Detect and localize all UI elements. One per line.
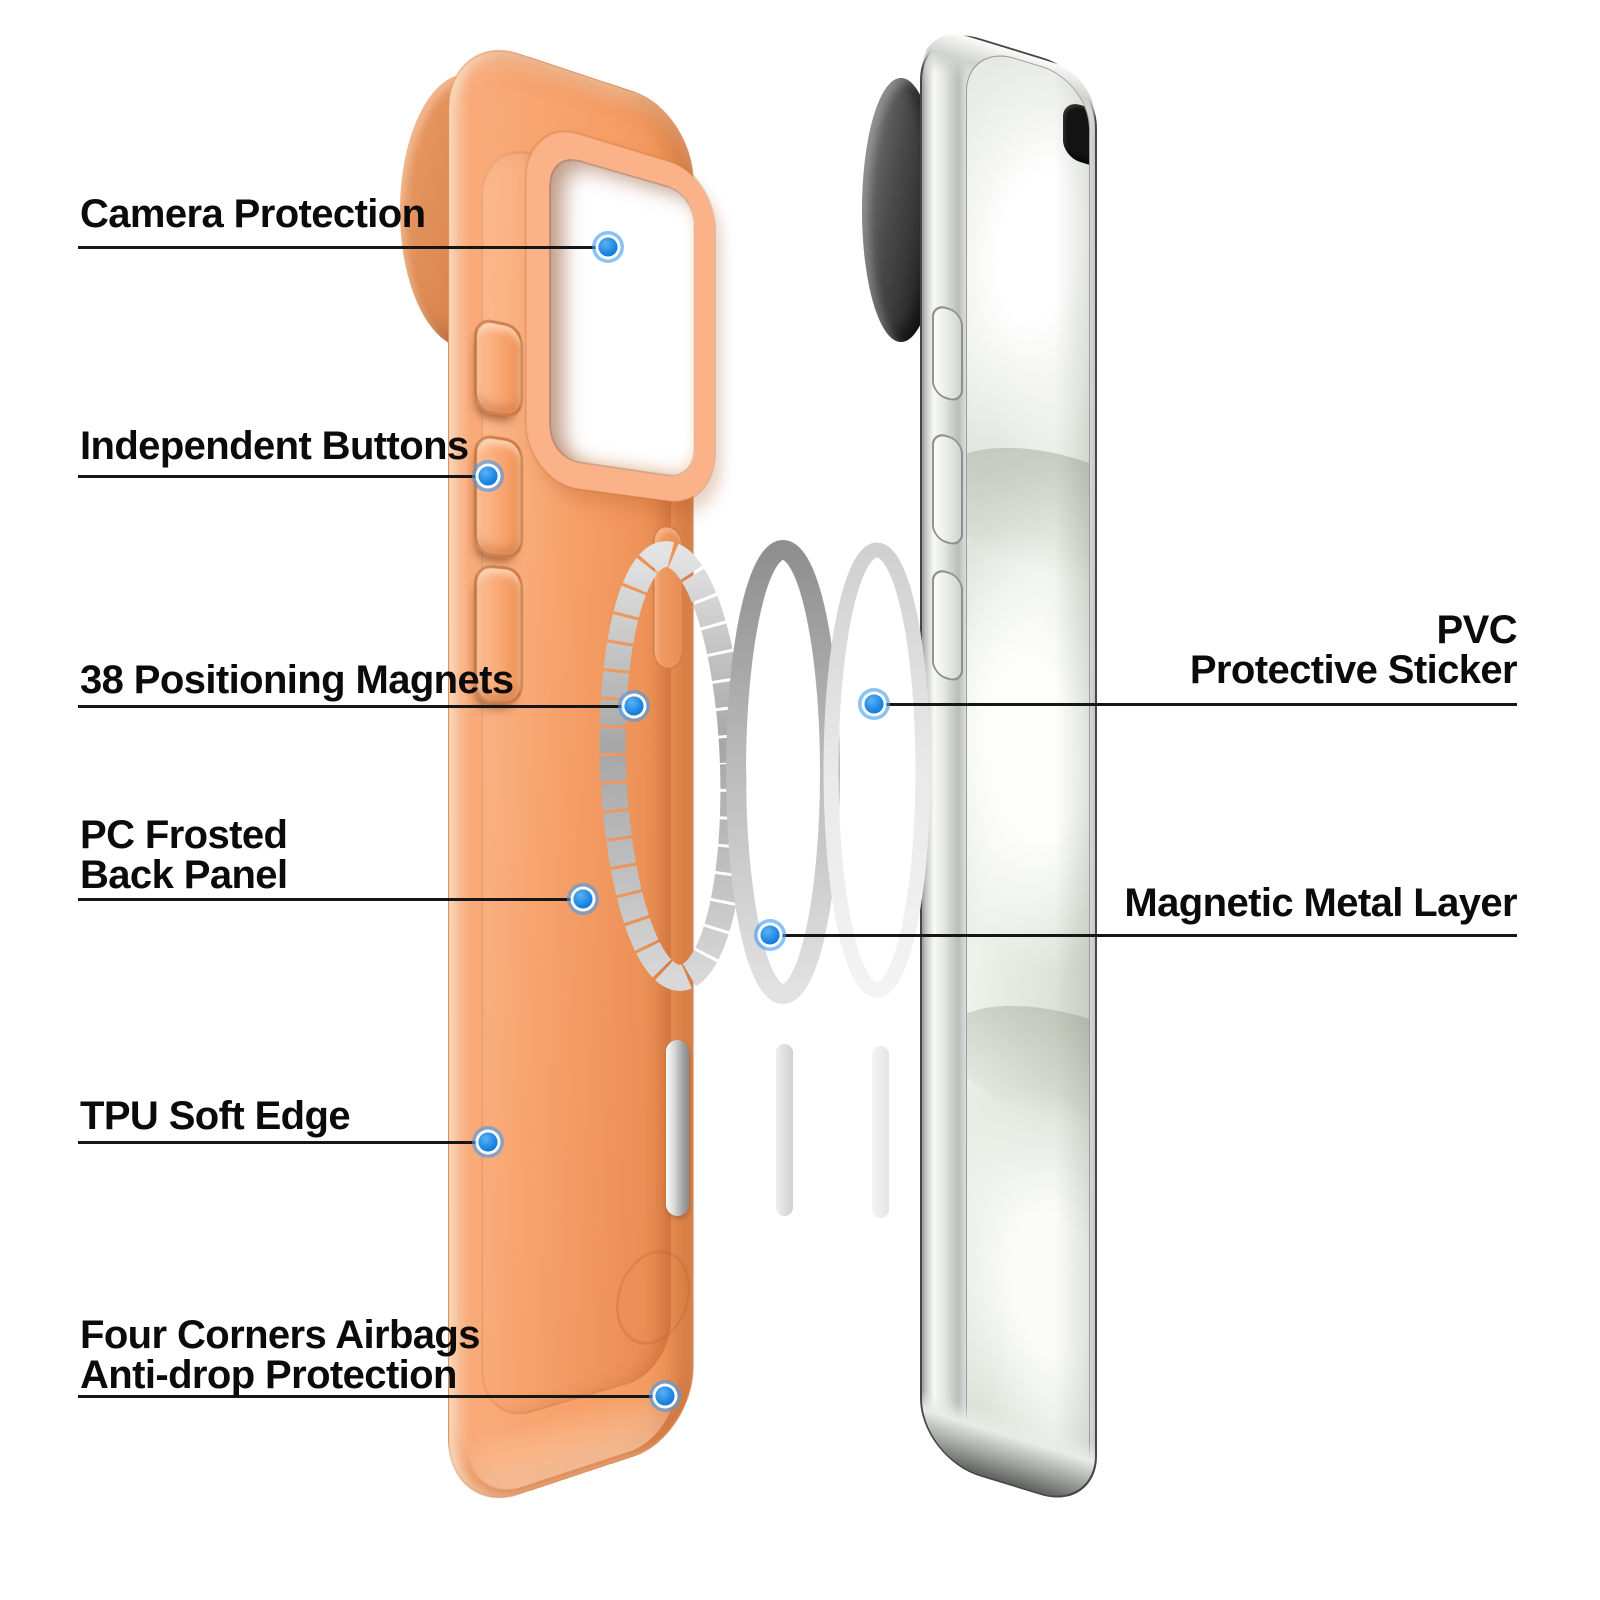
case-button-top — [474, 316, 524, 420]
callout-tpu-soft-edge: TPU Soft Edge — [80, 1094, 351, 1138]
case-camera-cutout — [526, 118, 715, 507]
callout-dot-four-corners — [655, 1386, 675, 1406]
leader-line-tpu-soft-edge — [78, 1141, 488, 1144]
callout-label: PVC — [1436, 608, 1518, 652]
callout-dot-positioning-magnets — [624, 696, 644, 716]
leader-line-four-corners — [78, 1395, 665, 1398]
callout-independent-buttons: Independent Buttons — [80, 426, 469, 466]
callout-magnetic-layer: Magnetic Metal Layer — [1124, 883, 1517, 923]
callout-label: Protective Sticker — [1189, 648, 1518, 692]
alignment-magnet-bar — [666, 1040, 689, 1216]
pvc-sticker-ring — [823, 542, 931, 998]
callout-label: PC Frosted — [80, 813, 288, 857]
callout-label: Independent Buttons — [80, 424, 469, 468]
phone-side-button-bottom — [932, 566, 963, 685]
alignment-magnet-bar — [872, 1046, 889, 1218]
leader-line-independent-buttons — [78, 475, 488, 478]
leader-line-pc-frosted — [78, 898, 583, 901]
callout-label: 38 Positioning Magnets — [80, 658, 514, 702]
callout-pc-frosted: PC Frosted Back Panel — [80, 813, 288, 897]
callout-label: Four Corners Airbags — [80, 1313, 481, 1357]
callout-dot-pc-frosted — [573, 889, 593, 909]
callout-pvc-sticker: PVC Protective Sticker — [1189, 608, 1518, 692]
callout-positioning-magnets: 38 Positioning Magnets — [80, 660, 514, 700]
phone-side-button-top — [932, 302, 963, 405]
alignment-magnet-bar — [776, 1044, 793, 1216]
leader-line-camera-protection — [78, 246, 608, 249]
callout-label: Magnetic Metal Layer — [1124, 881, 1517, 925]
callout-camera-protection: Camera Protection — [80, 192, 426, 236]
leader-line-magnetic-layer — [770, 934, 1517, 937]
callout-dot-camera-protection — [598, 237, 618, 257]
callout-label: Camera Protection — [80, 192, 426, 236]
callout-dot-tpu-soft-edge — [478, 1132, 498, 1152]
callout-four-corners: Four Corners Airbags Anti-drop Protectio… — [80, 1313, 481, 1397]
screen-edge-shading — [967, 44, 1089, 1498]
callout-label: Back Panel — [80, 853, 288, 897]
callout-dot-independent-buttons — [478, 466, 498, 486]
callout-label: TPU Soft Edge — [80, 1094, 351, 1138]
callout-dot-magnetic-layer — [760, 925, 780, 945]
callout-label: Anti-drop Protection — [80, 1353, 457, 1397]
leader-line-positioning-magnets — [78, 705, 634, 708]
case-button-middle — [474, 433, 524, 560]
phone-side-button-middle — [932, 430, 963, 549]
phone-case — [448, 30, 715, 1518]
magnetic-metal-ring — [726, 540, 840, 1004]
leader-line-pvc-sticker — [874, 703, 1517, 706]
callout-dot-pvc-sticker — [864, 694, 884, 714]
phone — [920, 20, 1097, 1513]
case-inner-button-recess — [653, 524, 683, 671]
phone-screen — [966, 43, 1090, 1499]
